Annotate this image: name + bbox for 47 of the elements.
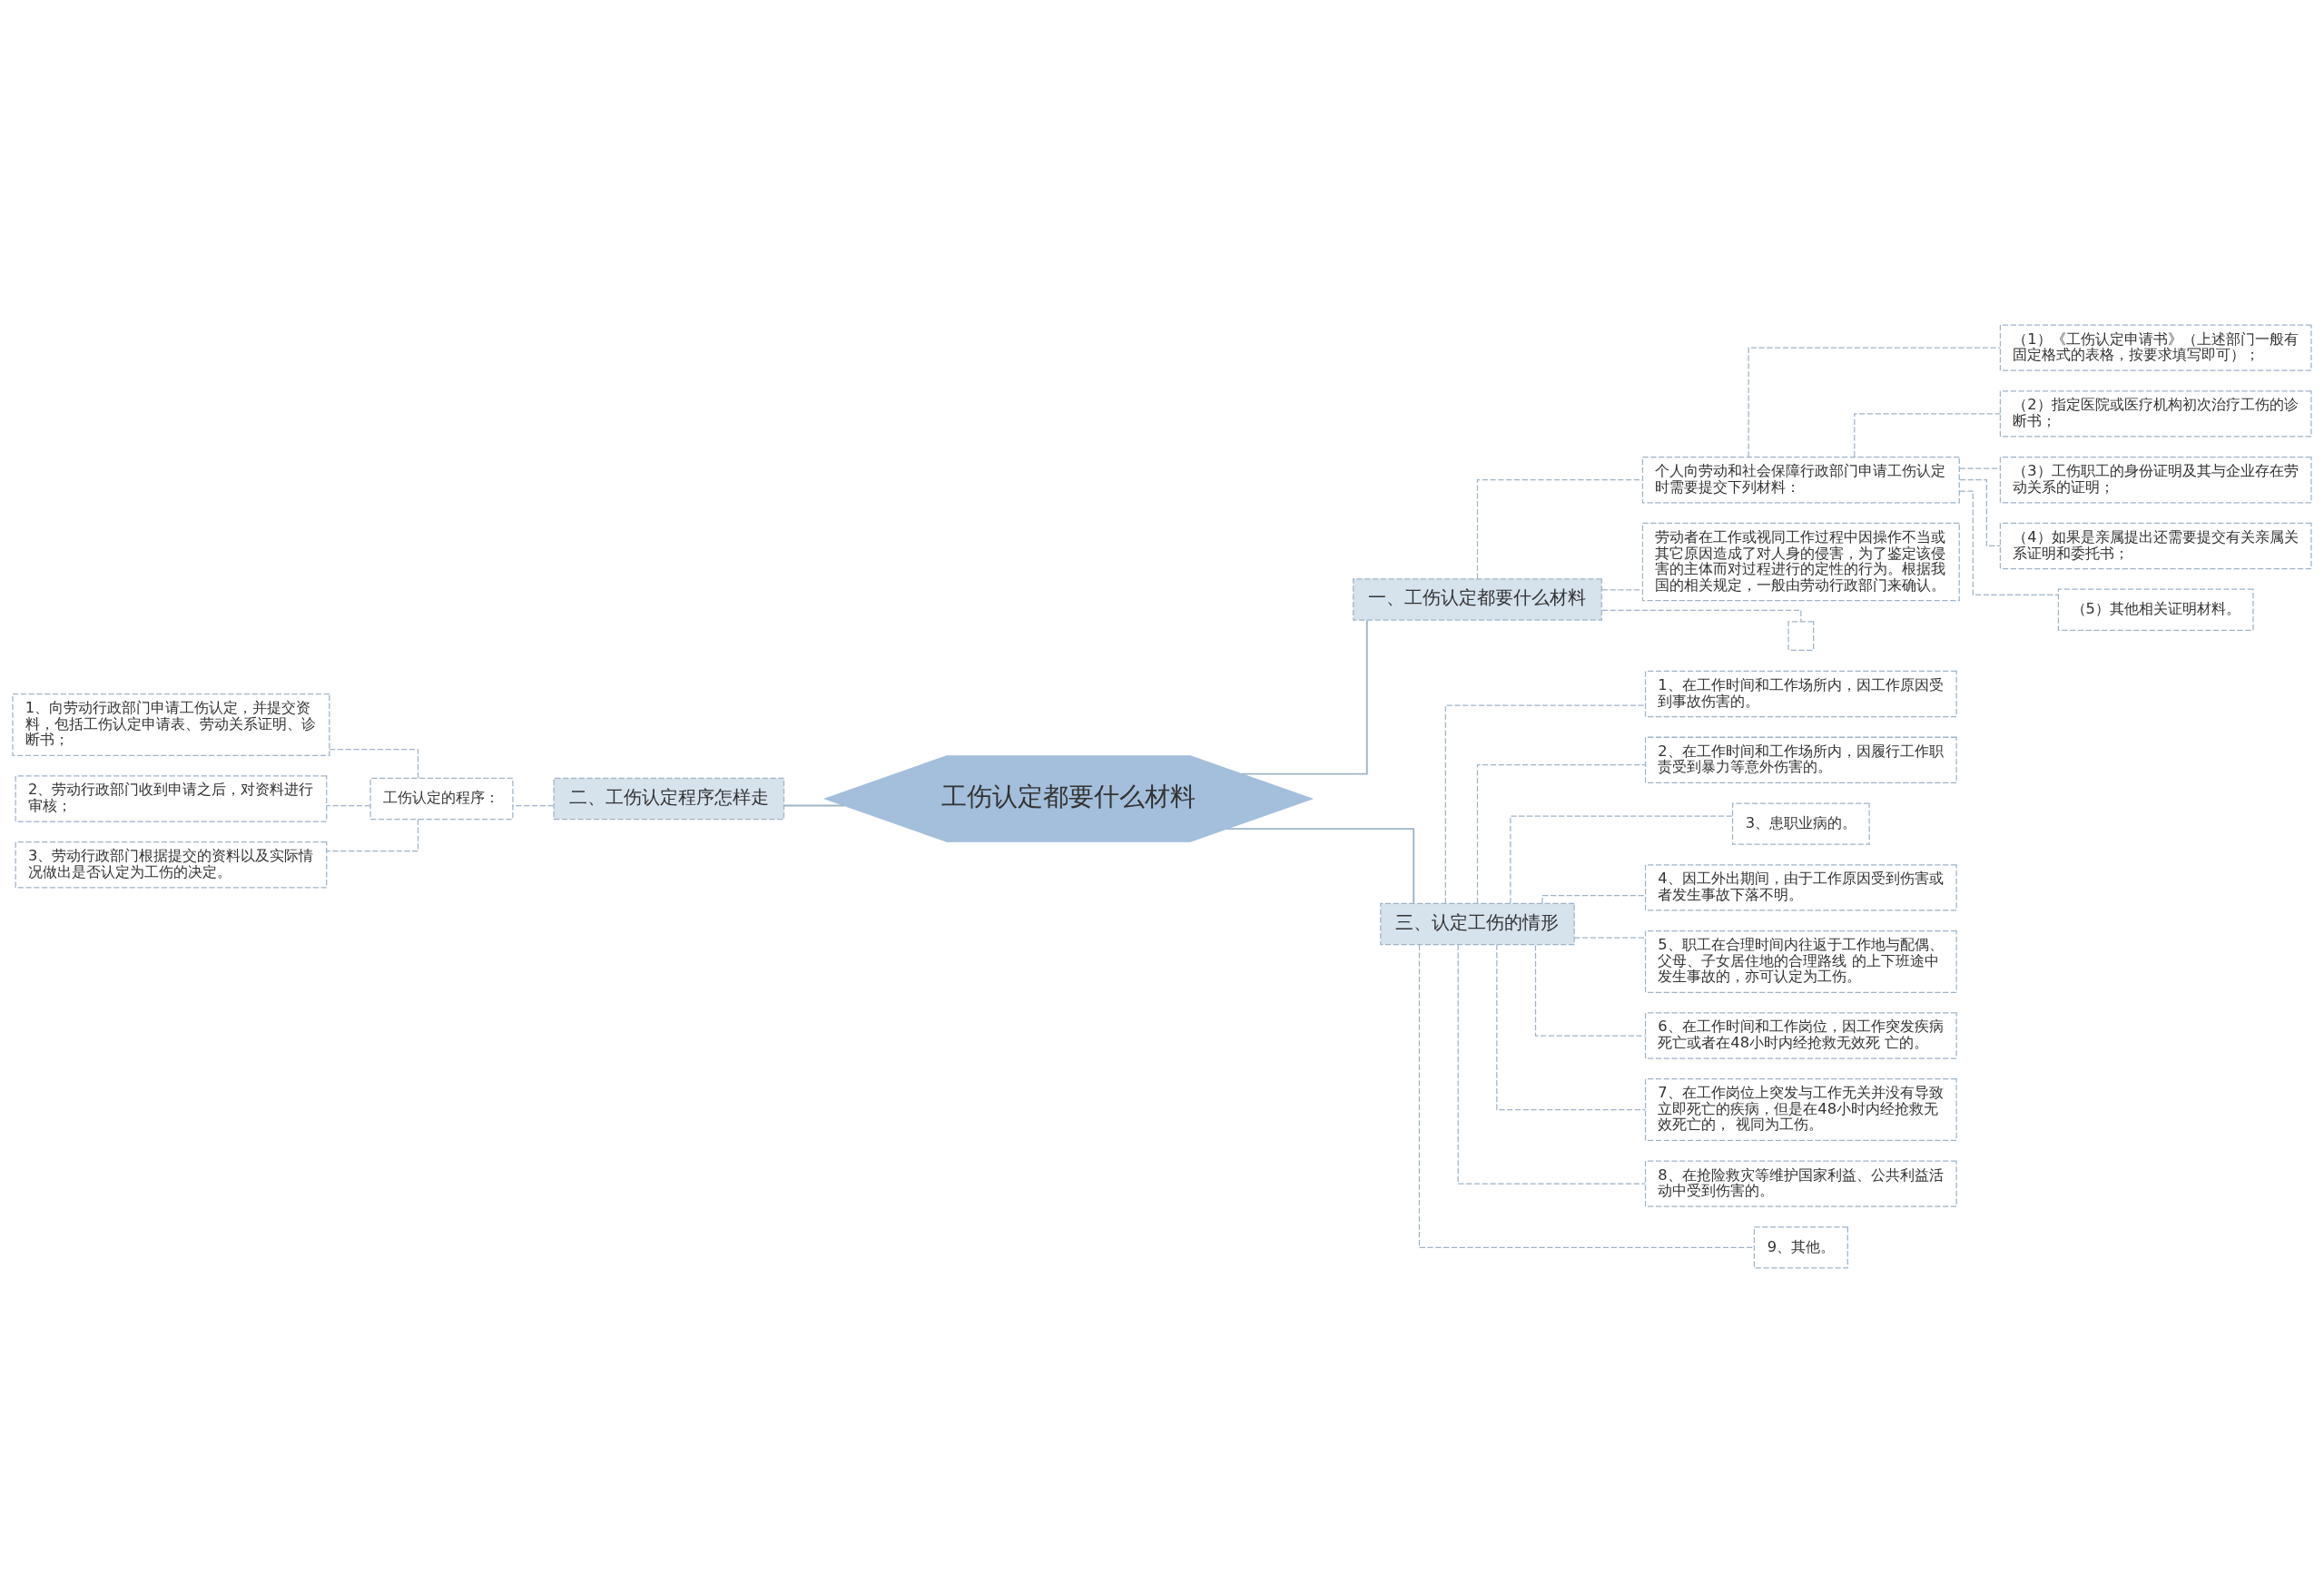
connector xyxy=(1226,828,1415,905)
node-box: 劳动者在工作或视同工作过程中因操作不当或其它原因造成了对人身的侵害，为了鉴定该侵害的主体而对过程进行的定性的行为。根据我国的相关规定，一般由劳动行政部门来确认。 xyxy=(1641,522,1960,602)
connector xyxy=(326,804,371,807)
connector xyxy=(1444,704,1646,904)
node-box: （1）《工伤认定申请书》（上述部门一般有固定格式的表格，按要求填写即可）； xyxy=(1999,324,2312,371)
connector xyxy=(1541,895,1646,904)
node-box: 1、向劳动行政部门申请工伤认定，并提交资料，包括工伤认定申请表、劳动关系证明、诊断书； xyxy=(12,693,330,756)
node-box xyxy=(1787,621,1815,651)
connector xyxy=(329,749,419,779)
node-box: 8、在抢险救灾等维护国家利益、公共利益活动中受到伤害的。 xyxy=(1644,1160,1957,1207)
connector xyxy=(326,819,419,852)
connector xyxy=(783,804,845,807)
node-box: 三、认定工伤的情形 xyxy=(1380,902,1575,946)
node-box: （4）如果是亲属提出还需要提交有关亲属关系证明和委托书； xyxy=(1999,522,2312,570)
node-box: 1、在工作时间和工作场所内，因工作原因受到事故伤害的。 xyxy=(1644,670,1957,718)
node-box: （2）指定医院或医疗机构初次治疗工伤的诊断书； xyxy=(1999,390,2312,438)
node-box: （5）其他相关证明材料。 xyxy=(2057,588,2254,631)
node-box: （3）工伤职工的身份证明及其与企业存在劳动关系的证明； xyxy=(1999,456,2312,504)
connector xyxy=(1959,467,2001,469)
connector xyxy=(1457,944,1646,1185)
connector xyxy=(1958,490,2059,596)
node-box: 一、工伤认定都要什么材料 xyxy=(1353,578,1602,621)
node-box: 2、在工作时间和工作场所内，因履行工作职责受到暴力等意外伤害的。 xyxy=(1644,736,1957,784)
node-box: 个人向劳动和社会保障行政部门申请工伤认定时需要提交下列材料： xyxy=(1641,456,1960,504)
connector xyxy=(1240,619,1368,775)
connector xyxy=(1418,944,1755,1248)
node-box: 3、劳动行政部门根据提交的资料以及实际情况做出是否认定为工伤的决定。 xyxy=(15,841,328,889)
connector xyxy=(1476,479,1643,580)
node-box: 工伤认定的程序： xyxy=(369,777,514,821)
connector xyxy=(1476,764,1647,904)
connector xyxy=(1959,479,2001,547)
connector xyxy=(1601,589,1643,591)
node-box: 6、在工作时间和工作岗位，因工作突发疾病死亡或者在48小时内经抢救无效死 亡的。 xyxy=(1644,1012,1957,1059)
connector xyxy=(1573,937,1646,939)
node-box: 5、职工在合理时间内往返于工作地与配偶、父母、子女居住地的合理路线 的上下班途中发生事故的，亦可认定为工伤。 xyxy=(1644,929,1957,993)
connector xyxy=(1854,413,2002,457)
node-box: 9、其他。 xyxy=(1753,1226,1848,1269)
node-box: 2、劳动行政部门收到申请之后，对资料进行审核； xyxy=(15,775,328,822)
node-box: 7、在工作岗位上突发与工作无关并没有导致立即死亡的疾病，但是在48小时内经抢救无效死亡的， 视同为工伤。 xyxy=(1644,1078,1957,1142)
connector xyxy=(1534,944,1647,1037)
node-box: 二、工伤认定程序怎样走 xyxy=(553,777,785,821)
connector xyxy=(512,804,555,807)
connector xyxy=(1748,347,2001,457)
connector xyxy=(1496,944,1647,1111)
connector xyxy=(1510,815,1734,904)
node-box: 4、因工外出期间，由于工作原因受到伤害或者发生事故下落不明。 xyxy=(1644,864,1957,911)
node-box: 3、患职业病的。 xyxy=(1731,802,1870,845)
